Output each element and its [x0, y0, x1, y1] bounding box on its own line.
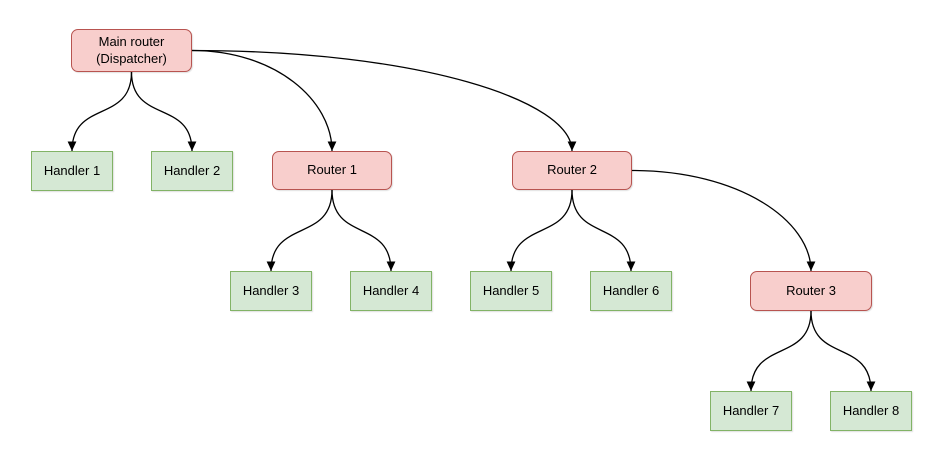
edge-main-router-to-router-1: [191, 49, 337, 152]
edge-router-3-to-handler-8: [810, 310, 876, 392]
node-handler-3[interactable]: Handler 3: [230, 271, 312, 311]
node-label: Handler 3: [242, 282, 300, 298]
edge-router-1-to-handler-3: [266, 189, 333, 272]
node-label: Router 1: [307, 162, 357, 178]
node-handler-4[interactable]: Handler 4: [350, 271, 432, 311]
node-label: Handler 8: [842, 402, 900, 418]
node-main-router[interactable]: Main router (Dispatcher): [71, 29, 192, 72]
node-handler-5[interactable]: Handler 5: [470, 271, 552, 311]
node-label: Handler 7: [722, 402, 780, 418]
node-label: Handler 2: [163, 162, 221, 178]
edge-router-2-to-handler-5: [506, 189, 573, 272]
edge-router-1-to-handler-4: [331, 189, 396, 272]
edge-main-router-to-handler-1: [67, 71, 133, 152]
node-router-2[interactable]: Router 2: [512, 151, 632, 190]
node-label: Handler 1: [43, 162, 101, 178]
node-label: Handler 5: [482, 282, 540, 298]
node-router-1[interactable]: Router 1: [272, 151, 392, 190]
node-label: Main router (Dispatcher): [96, 33, 167, 66]
edge-router-2-to-handler-6: [571, 189, 636, 272]
node-label: Handler 4: [362, 282, 420, 298]
edge-router-2-to-router-3: [631, 169, 816, 272]
node-label: Handler 6: [602, 282, 660, 298]
node-handler-1[interactable]: Handler 1: [31, 151, 113, 191]
node-label: Router 3: [786, 282, 836, 298]
edge-main-router-to-handler-2: [130, 71, 197, 152]
node-label: Router 2: [547, 162, 597, 178]
node-handler-8[interactable]: Handler 8: [830, 391, 912, 431]
edge-main-router-to-router-2: [191, 49, 577, 152]
node-router-3[interactable]: Router 3: [750, 271, 872, 311]
node-handler-2[interactable]: Handler 2: [151, 151, 233, 191]
node-handler-6[interactable]: Handler 6: [590, 271, 672, 311]
node-handler-7[interactable]: Handler 7: [710, 391, 792, 431]
edge-router-3-to-handler-7: [746, 310, 812, 392]
